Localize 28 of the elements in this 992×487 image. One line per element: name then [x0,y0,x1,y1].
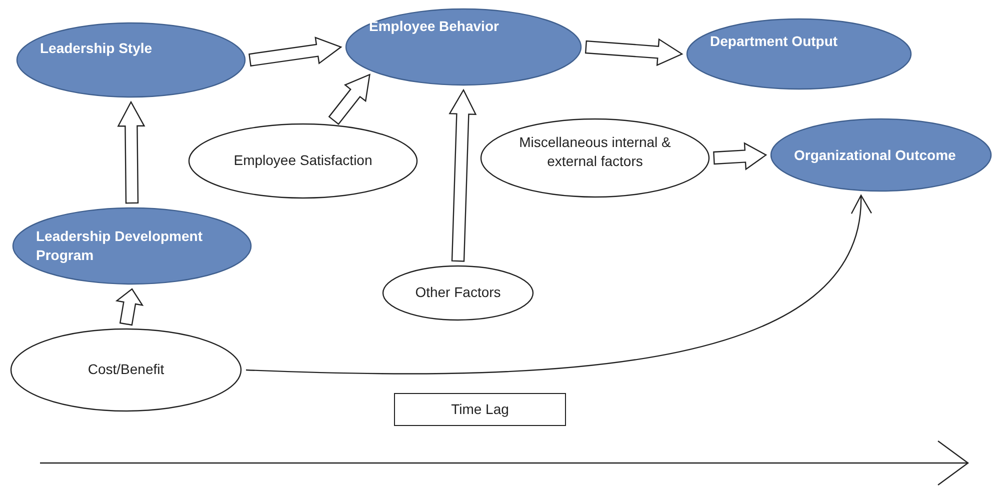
filled-ellipse [12,207,252,285]
node-label: Leadership Development Program [36,226,204,264]
filled-ellipse [16,22,246,98]
block-arrow [584,38,684,66]
node-label: Organizational Outcome [794,146,957,166]
node-label: Miscellaneous internal & external factors [518,133,672,171]
arrow [246,194,870,374]
node-label: Time Lag [451,400,509,419]
ellipse-node [382,265,534,321]
ellipse-node [188,123,418,199]
block-arrow [713,142,768,170]
filled-ellipse [686,18,912,90]
block-arrow [328,74,370,125]
filled-ellipse [345,8,582,86]
node-label: Employee Satisfaction [234,151,372,170]
ellipse-node [10,328,242,412]
node-label: Other Factors [415,283,501,302]
block-arrow [248,36,342,67]
ellipse-node [480,118,710,198]
node-label: Cost/Benefit [88,360,164,379]
block-arrow [115,288,144,326]
block-arrow [117,100,146,204]
block-arrow [448,88,477,262]
node-label: Employee Behavior [369,17,500,36]
label-box [394,393,566,426]
filled-ellipse [770,118,992,192]
node-label: Leadership Style [40,38,154,58]
node-label: Department Output [710,32,839,52]
